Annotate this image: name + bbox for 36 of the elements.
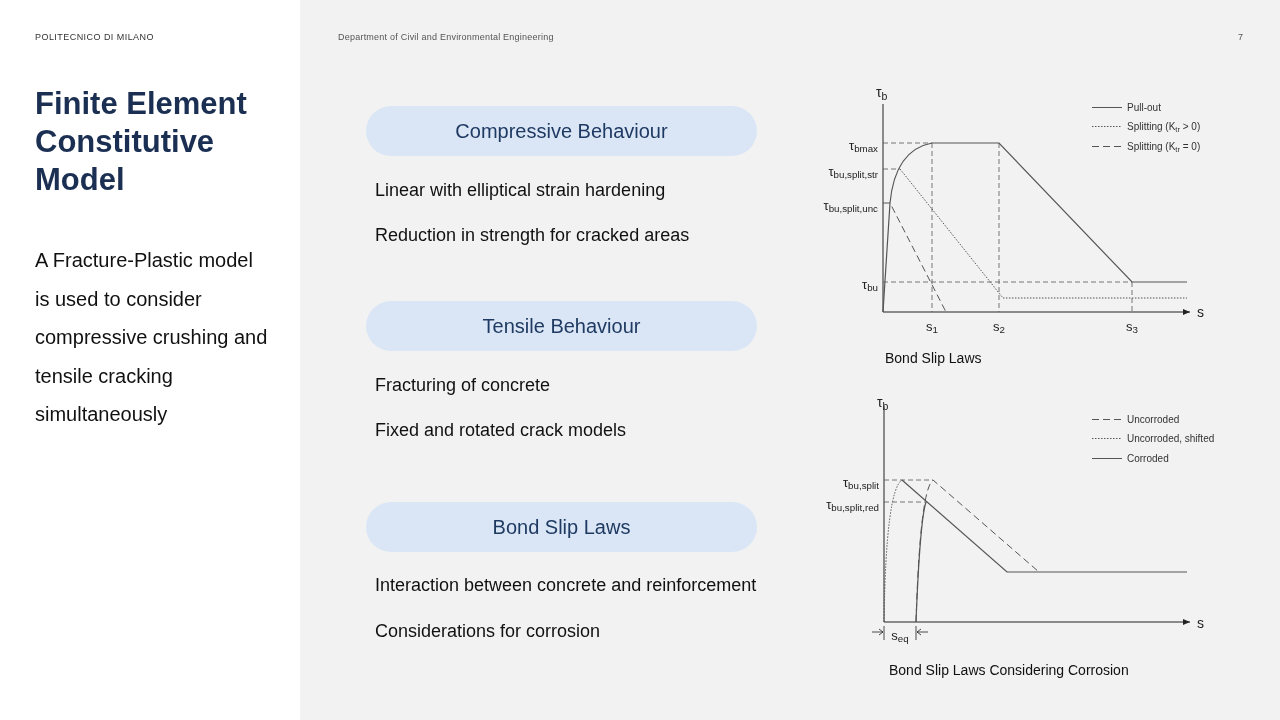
section-pill: Bond Slip Laws: [366, 502, 757, 552]
bullet-text: Fracturing of concrete: [375, 374, 551, 397]
tick-label: τ$_{bu,split,red}$: [826, 496, 879, 515]
legend-text: Pull-out: [1127, 101, 1161, 115]
tick-label: τ$_{bmax}$: [849, 137, 878, 156]
tick-label: s$_{2}$: [993, 318, 1005, 337]
section-pill: Tensile Behaviour: [366, 301, 757, 351]
legend-text: Uncorroded: [1127, 413, 1180, 427]
header-text: Department of Civil and Environmental Engineering: [338, 31, 554, 44]
axis-label: τ$_{b}$: [876, 83, 888, 103]
bullet-text: Interaction between concrete and reinforcement: [375, 574, 757, 597]
axis-label: s: [1197, 303, 1204, 322]
tick-label: τ$_{bu,split,unc}$: [823, 197, 878, 216]
slide-title: Finite Element Constitutive Model: [35, 85, 248, 199]
bullet-text: Reduction in strength for cracked areas: [375, 224, 690, 247]
legend-text: Splitting (K$_{tr}$ = 0): [1127, 140, 1201, 154]
dimension-label: s$_{eq}$: [891, 627, 909, 646]
page-number: 7: [1238, 31, 1243, 44]
legend-text: Corroded: [1127, 452, 1169, 466]
bullet-text: Considerations for corrosion: [375, 620, 601, 643]
axis-label: τ$_{b}$: [877, 393, 889, 413]
legend-text: Uncorroded, shifted: [1127, 432, 1215, 446]
tick-label: s$_{1}$: [926, 318, 938, 337]
tick-label: τ$_{bu,split,str}$: [828, 163, 878, 182]
chart-caption: Bond Slip Laws Considering Corrosion: [889, 661, 1129, 680]
bullet-text: Fixed and rotated crack models: [375, 419, 627, 442]
header-text: POLITECNICO DI MILANO: [35, 31, 154, 44]
chart-caption: Bond Slip Laws: [885, 349, 982, 368]
axis-label: s: [1197, 614, 1204, 633]
tick-label: τ$_{bu,split}$: [842, 474, 879, 493]
section-pill: Compressive Behaviour: [366, 106, 757, 156]
legend-text: Splitting (K$_{tr}$ > 0): [1127, 120, 1201, 134]
bullet-text: Linear with elliptical strain hardening: [375, 179, 666, 202]
tick-label: s$_{3}$: [1126, 318, 1138, 337]
tick-label: τ$_{bu}$: [862, 276, 878, 295]
body-paragraph: A Fracture-Plastic model is used to consider compressive crushing and tensile cracking simultaneously: [35, 248, 269, 427]
